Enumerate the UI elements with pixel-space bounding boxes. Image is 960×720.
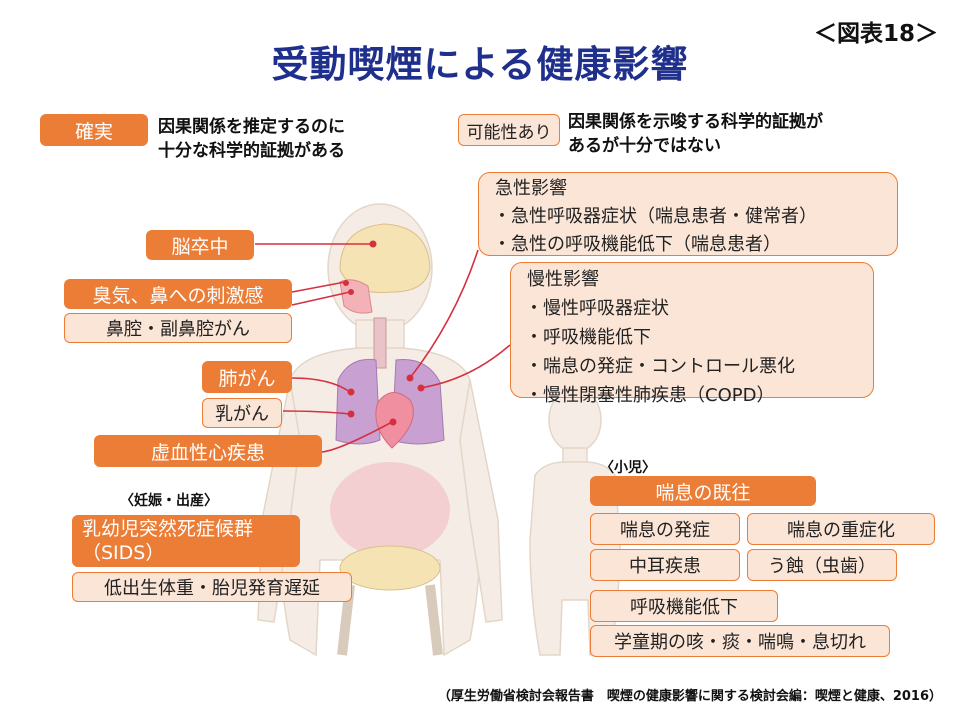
figure-label: ＜図表18＞ xyxy=(813,21,938,47)
legend-certain-desc-line2: 十分な科学的証拠がある xyxy=(158,141,345,161)
label-otitis: 中耳疾患 xyxy=(590,549,740,581)
label-sids: 乳幼児突然死症候群 （SIDS） xyxy=(72,515,300,567)
label-asthma-onset: 喘息の発症 xyxy=(590,513,740,545)
nasal-shape xyxy=(339,279,373,314)
list-item: 呼吸機能低下 xyxy=(525,323,859,352)
pregnancy-header: 〈妊娠・出産〉 xyxy=(120,493,218,509)
acute-effects-title: 急性影響 xyxy=(495,178,567,199)
label-stroke: 脳卒中 xyxy=(146,230,254,260)
list-item: 急性の呼吸機能低下（喘息患者） xyxy=(493,231,883,259)
legend-certain-desc-line1: 因果関係を推定するのに xyxy=(158,117,345,137)
label-odor-irritation: 臭気、鼻への刺激感 xyxy=(64,279,292,309)
list-item: 慢性閉塞性肺疾患（COPD） xyxy=(525,381,859,410)
chronic-effects-list: 慢性呼吸器症状 呼吸機能低下 喘息の発症・コントロール悪化 慢性閉塞性肺疾患（C… xyxy=(525,294,859,410)
left-lung-shape xyxy=(335,358,381,445)
connector-lines xyxy=(255,243,511,453)
leg-bones xyxy=(337,584,443,656)
legend-possible-desc-line2: あるが十分ではない xyxy=(568,136,721,156)
legend-possible-badge: 可能性あり xyxy=(458,114,560,146)
label-sids-line1: 乳幼児突然死症候群 xyxy=(82,518,254,540)
list-item: 喘息の発症・コントロール悪化 xyxy=(525,352,859,381)
label-respiratory-decline: 呼吸機能低下 xyxy=(590,590,778,622)
legend-certain-badge: 確実 xyxy=(40,114,148,146)
label-caries: う蝕（虫歯） xyxy=(747,549,897,581)
label-sids-line2: （SIDS） xyxy=(82,542,165,564)
pelvis-shape xyxy=(339,545,441,591)
label-asthma-severe: 喘息の重症化 xyxy=(747,513,935,545)
chronic-effects-panel: 慢性影響 慢性呼吸器症状 呼吸機能低下 喘息の発症・コントロール悪化 慢性閉塞性… xyxy=(510,262,874,406)
brain-shape xyxy=(339,223,431,294)
chronic-effects-title: 慢性影響 xyxy=(527,269,599,290)
source-citation: （厚生労働省検討会報告書 喫煙の健康影響に関する検討会編：喫煙と健康、2016） xyxy=(437,689,942,704)
label-ischemic-heart-disease: 虚血性心疾患 xyxy=(94,435,322,467)
legend-certain-desc: 因果関係を推定するのに 十分な科学的証拠がある xyxy=(158,115,345,163)
connector-dots xyxy=(343,240,425,426)
label-breast-cancer: 乳がん xyxy=(202,398,282,428)
label-nasal-cancer: 鼻腔・副鼻腔がん xyxy=(64,313,292,343)
list-item: 急性呼吸器症状（喘息患者・健常者） xyxy=(493,203,883,231)
acute-effects-panel: 急性影響 急性呼吸器症状（喘息患者・健常者） 急性の呼吸機能低下（喘息患者） xyxy=(478,172,898,256)
label-school-symptoms: 学童期の咳・痰・喘鳴・息切れ xyxy=(590,625,890,657)
acute-effects-list: 急性呼吸器症状（喘息患者・健常者） 急性の呼吸機能低下（喘息患者） xyxy=(493,203,883,259)
legend-possible-desc: 因果関係を示唆する科学的証拠が あるが十分ではない xyxy=(568,110,823,158)
list-item: 慢性呼吸器症状 xyxy=(525,294,859,323)
trachea-shape xyxy=(373,317,387,369)
page-title: 受動喫煙による健康影響 xyxy=(271,43,689,86)
label-low-birth-weight: 低出生体重・胎児発育遅延 xyxy=(72,572,352,602)
abdomen-organs xyxy=(330,462,450,558)
children-header: 〈小児〉 xyxy=(600,460,656,476)
legend-possible-desc-line1: 因果関係を示唆する科学的証拠が xyxy=(568,112,823,132)
label-asthma-history: 喘息の既往 xyxy=(590,476,816,506)
label-lung-cancer: 肺がん xyxy=(202,361,292,393)
